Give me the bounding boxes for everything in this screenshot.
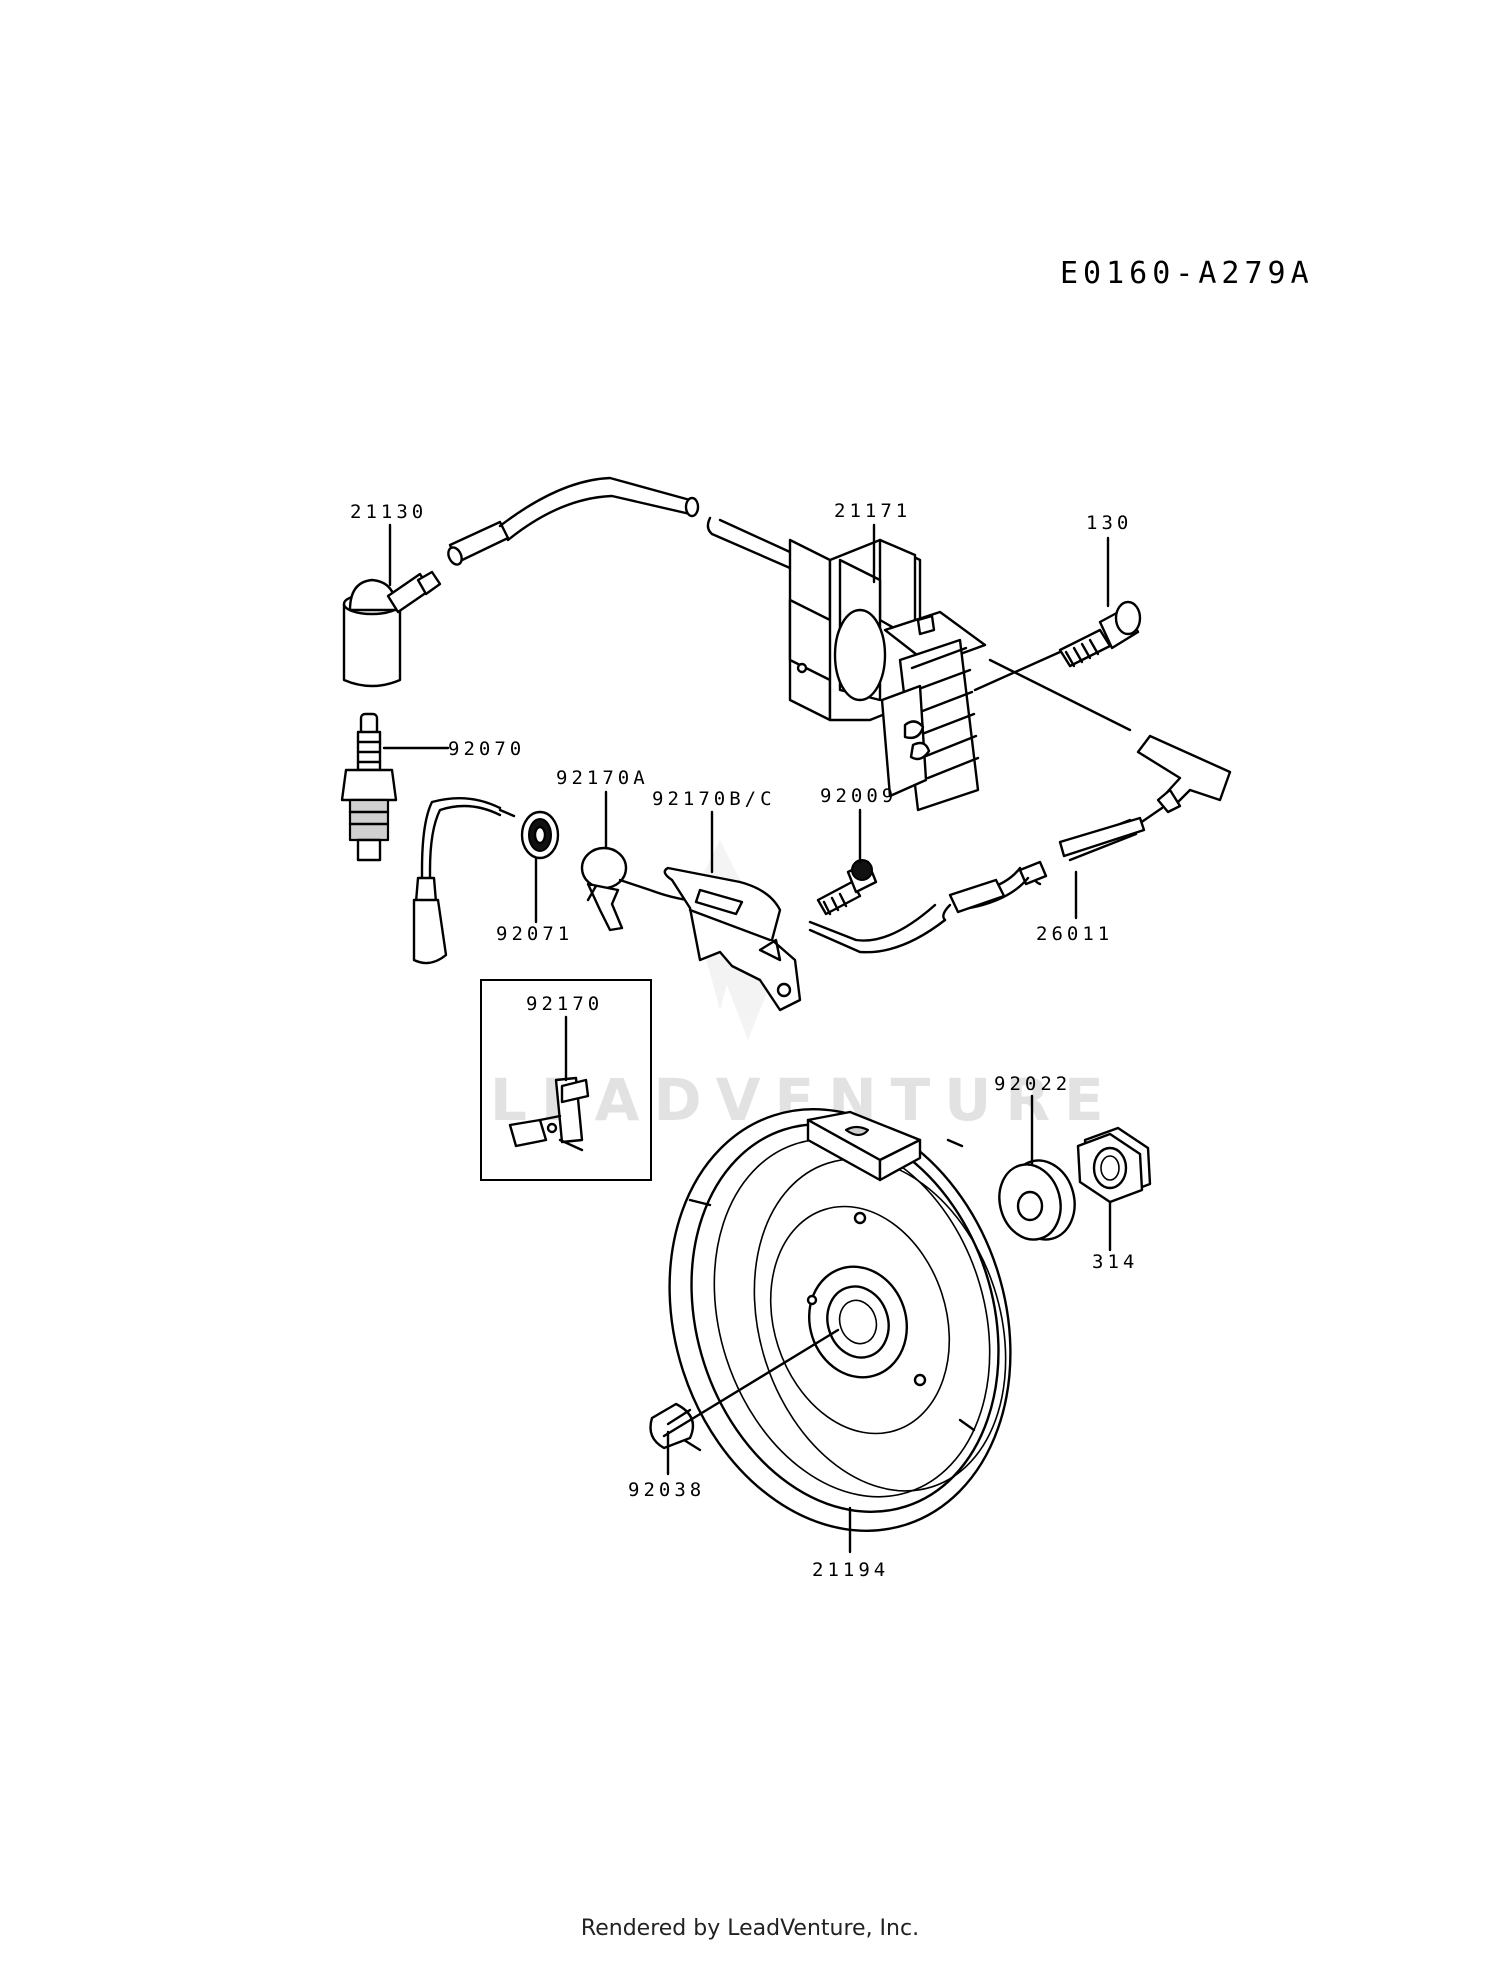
plug-cap[interactable] bbox=[342, 570, 442, 688]
label-92170bc: 92170B/C bbox=[652, 788, 776, 810]
leader-lines bbox=[382, 523, 1112, 1554]
label-21171: 21171 bbox=[834, 500, 911, 522]
spark-plug[interactable] bbox=[340, 712, 398, 862]
inset-box bbox=[480, 979, 652, 1181]
label-130: 130 bbox=[1086, 512, 1132, 534]
label-314: 314 bbox=[1092, 1251, 1138, 1273]
label-92170: 92170 bbox=[526, 993, 603, 1015]
grommet[interactable] bbox=[520, 810, 560, 860]
bracket-screw[interactable] bbox=[816, 859, 878, 916]
label-92170a: 92170A bbox=[556, 767, 649, 789]
label-92038: 92038 bbox=[628, 1479, 705, 1501]
stop-switch-bracket[interactable] bbox=[663, 866, 802, 1012]
label-26011: 26011 bbox=[1036, 923, 1113, 945]
coil-bolt-axis bbox=[973, 650, 1062, 692]
label-21194: 21194 bbox=[812, 1559, 889, 1581]
flywheel-nut[interactable] bbox=[1076, 1126, 1152, 1204]
flywheel-key[interactable] bbox=[649, 1402, 695, 1450]
footer-credit: Rendered by LeadVenture, Inc. bbox=[580, 1916, 920, 1941]
flywheel[interactable] bbox=[617, 1065, 1064, 1576]
label-92070: 92070 bbox=[448, 738, 525, 760]
label-92022: 92022 bbox=[994, 1073, 1071, 1095]
label-92071: 92071 bbox=[496, 923, 573, 945]
coil-bolt[interactable] bbox=[1058, 600, 1142, 668]
ignition-coil[interactable] bbox=[788, 538, 987, 812]
label-92009: 92009 bbox=[820, 785, 897, 807]
ground-wire bbox=[808, 658, 1232, 954]
diagram-code: E0160-A279A bbox=[1060, 256, 1314, 291]
stop-switch-lead bbox=[412, 797, 516, 965]
ignition-lead bbox=[447, 476, 792, 570]
flywheel-washer[interactable] bbox=[991, 1153, 1083, 1247]
label-21130: 21130 bbox=[350, 501, 427, 523]
